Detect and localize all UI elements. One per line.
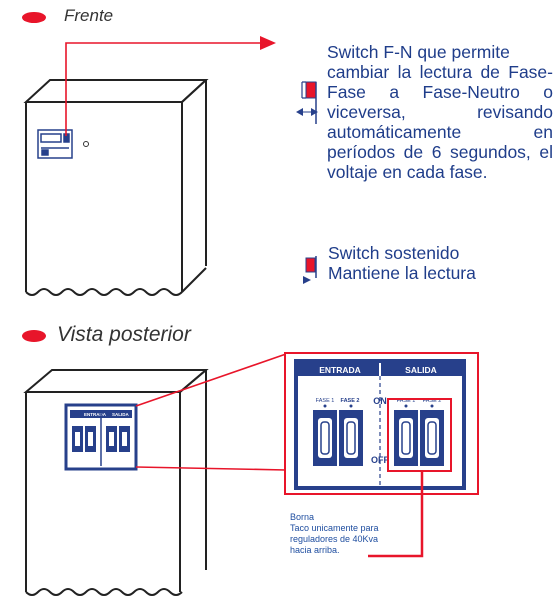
entrada-fase1-label: FASE 1 bbox=[316, 398, 335, 404]
small-panel-salida-label: SALIDA bbox=[112, 412, 130, 417]
small-breaker-panel: ENTRADA SALIDA bbox=[64, 403, 138, 471]
entrada-fase2-label: FASE 2 bbox=[341, 398, 360, 404]
borna-highlight-box bbox=[387, 398, 452, 472]
enlarged-breaker-panel: ENTRADA SALIDA ON OFF FASE 1 FASE 2 FASE… bbox=[284, 352, 479, 495]
front-indicator-knob bbox=[83, 141, 89, 147]
salida-fase1-label: FASE 1 bbox=[397, 398, 416, 404]
zoom-line-bottom bbox=[135, 466, 287, 471]
breaker-entrada-fase1 bbox=[313, 410, 337, 466]
salida-fase2-label: FASE 2 bbox=[423, 398, 442, 404]
borna-note: Borna Taco unicamente para reguladores d… bbox=[290, 512, 379, 556]
rear-section-bullet bbox=[22, 330, 46, 342]
panel-salida-label: SALIDA bbox=[405, 365, 437, 375]
switch-fn-title: Switch F-N que permite bbox=[327, 42, 510, 62]
breaker-salida-fase2 bbox=[420, 410, 444, 466]
rear-cabinet-top bbox=[23, 369, 209, 393]
leader-arrowhead bbox=[260, 36, 276, 50]
borna-note-title: Borna bbox=[290, 512, 315, 522]
breaker-salida-fase1 bbox=[394, 410, 418, 466]
panel-off-label: OFF bbox=[371, 455, 389, 465]
hold-switch-description: Mantiene la lectura bbox=[328, 263, 476, 283]
switch-fn-description: cambiar la lectura de Fase-Fase a Fase-N… bbox=[327, 62, 553, 182]
borna-note-line3: hacia arriba. bbox=[290, 545, 340, 555]
hold-switch-icon bbox=[303, 256, 317, 284]
panel-on-label: ON bbox=[373, 396, 387, 406]
panel-entrada-label: ENTRADA bbox=[319, 365, 361, 375]
zoom-line-top bbox=[135, 353, 287, 407]
rear-cabinet-cut-edge bbox=[25, 588, 183, 596]
front-meter-display bbox=[37, 129, 73, 159]
borna-note-line2: reguladores de 40Kva bbox=[290, 534, 379, 544]
borna-note-line1: Taco unicamente para bbox=[290, 523, 379, 533]
rear-section-title: Vista posterior bbox=[57, 323, 191, 346]
rear-cabinet-drawing: ENTRADA SALIDA ENTRADA SALIDA ON OFF bbox=[23, 352, 479, 596]
switch-fn-icon bbox=[296, 81, 318, 124]
hold-switch-title: Switch sostenido bbox=[328, 243, 460, 263]
small-panel-entrada-label: ENTRADA bbox=[84, 412, 107, 417]
borna-leader-line bbox=[368, 471, 424, 558]
front-cabinet-cut-edge bbox=[25, 288, 183, 296]
front-section-title: Frente bbox=[64, 6, 114, 25]
front-section-bullet bbox=[22, 12, 46, 23]
switch-leader-line bbox=[65, 42, 262, 136]
front-cabinet-top bbox=[23, 79, 209, 103]
breaker-entrada-fase2 bbox=[339, 410, 363, 466]
front-cabinet-drawing bbox=[23, 36, 318, 296]
